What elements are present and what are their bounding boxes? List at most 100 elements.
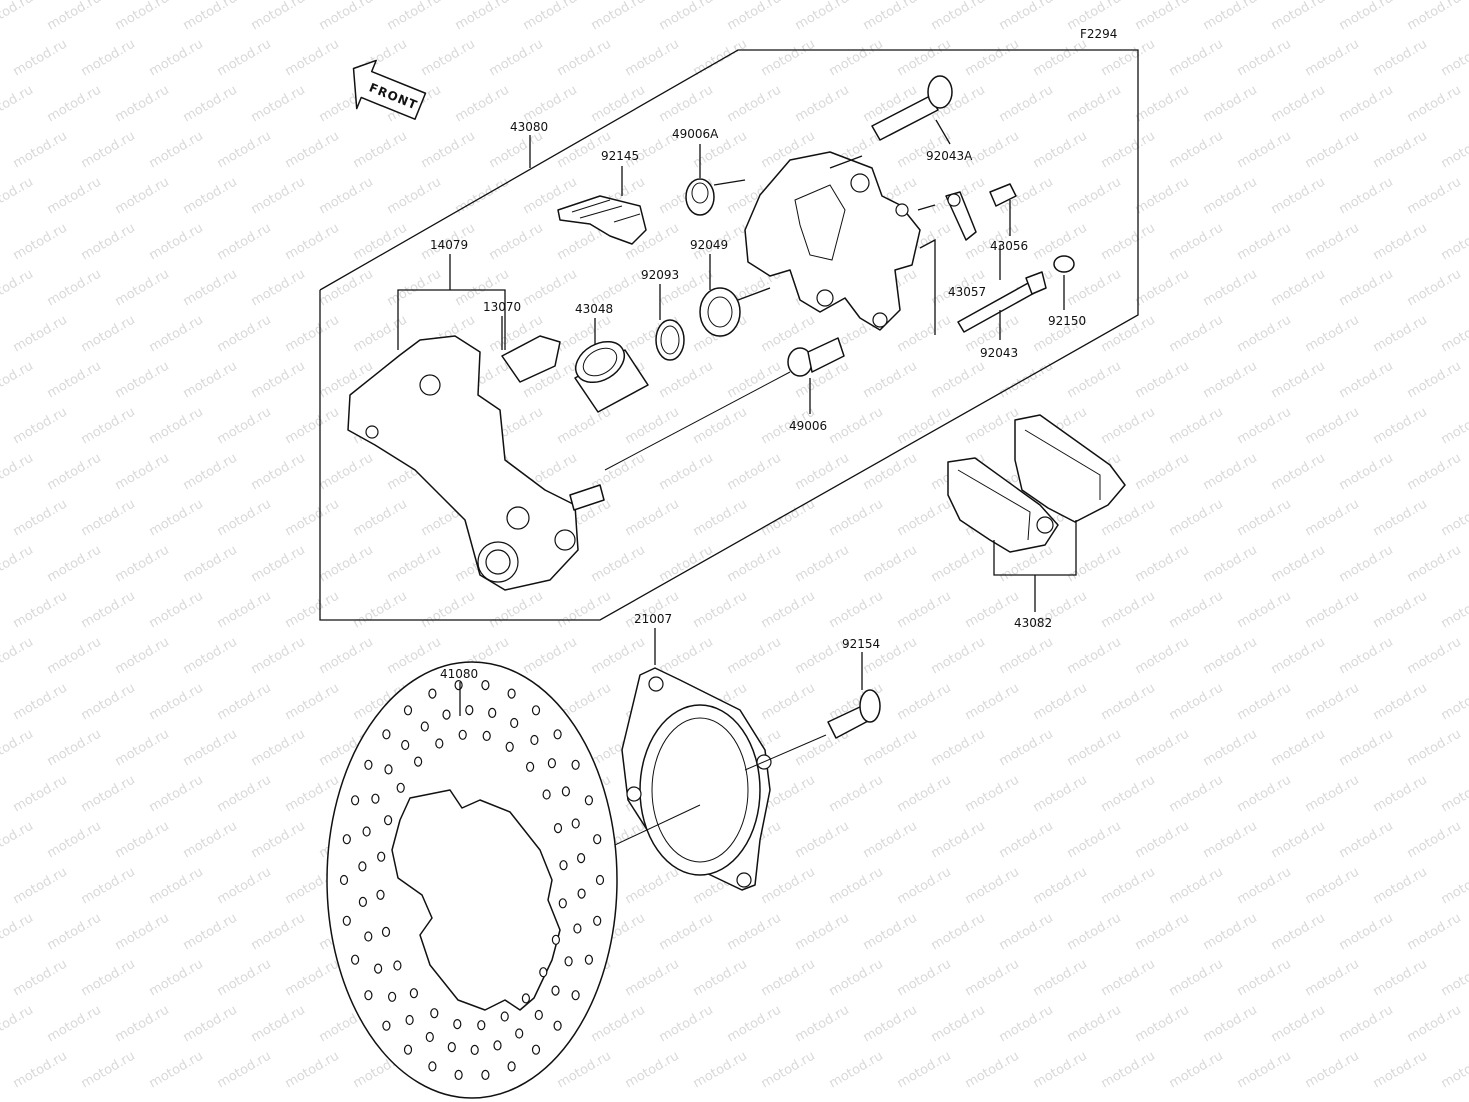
watermark-text: motod.ru [215,405,274,448]
watermark-text: motod.ru [963,957,1022,1000]
disc-hole [342,834,351,845]
watermark-text: motod.ru [215,497,274,540]
watermark-text: motod.ru [1031,37,1090,80]
watermark-text: motod.ru [113,359,172,402]
disc-hole [454,1069,463,1081]
watermark-text: motod.ru [1031,1049,1090,1092]
watermark-text: motod.ru [759,589,818,632]
watermark-text: motod.ru [0,819,36,862]
disc-hole [465,704,474,716]
watermark-text: motod.ru [895,681,954,724]
dust-seal-92093 [655,284,685,361]
watermark-text: motod.ru [147,37,206,80]
watermark-text: motod.ru [45,175,104,218]
watermark-text: motod.ru [113,911,172,954]
watermark-text: motod.ru [1133,819,1192,862]
watermark-text: motod.ru [1065,175,1124,218]
watermark-text: motod.ru [725,543,784,586]
watermark-text: motod.ru [351,221,410,264]
watermark-text: motod.ru [419,589,478,632]
watermark-text: motod.ru [793,1003,852,1046]
watermark-text: motod.ru [1133,359,1192,402]
disc-hole [576,852,586,864]
watermark-text: motod.ru [1303,773,1362,816]
watermark-text: motod.ru [895,865,954,908]
watermark-text: motod.ru [1099,589,1158,632]
watermark-text: motod.ru [1337,1003,1396,1046]
watermark-text: motod.ru [589,1003,648,1046]
watermark-text: motod.ru [1065,267,1124,310]
piston-43048 [574,318,649,413]
plug-92150 [1053,255,1075,310]
disc-hole [388,991,397,1002]
watermark-text: motod.ru [929,635,988,678]
brake-pads-43082 [947,414,1126,612]
label-14079: 14079 [430,238,468,252]
watermark-text: motod.ru [1099,37,1158,80]
watermark-text: motod.ru [1405,911,1464,954]
watermark-text: motod.ru [487,589,546,632]
watermark-text: motod.ru [113,83,172,126]
watermark-text: motod.ru [215,957,274,1000]
watermark-text: motod.ru [861,0,920,33]
watermark-text: motod.ru [623,497,682,540]
watermark-text: motod.ru [181,727,240,770]
disc-hole [409,988,418,999]
watermark-text: motod.ru [1303,313,1362,356]
watermark-text: motod.ru [181,0,240,33]
label-92093: 92093 [641,268,679,282]
disc-hole [481,1069,490,1081]
watermark-text: motod.ru [1439,957,1469,1000]
watermark-text: motod.ru [691,1049,750,1092]
watermark-text: motod.ru [759,1049,818,1092]
watermark-text: motod.ru [1405,267,1464,310]
watermark-text: motod.ru [181,359,240,402]
disc-hole [507,1061,516,1072]
watermark-text: motod.ru [623,405,682,448]
bleeder-cap-43057 [917,191,1001,280]
watermark-text: motod.ru [45,543,104,586]
watermark-text: motod.ru [113,1003,172,1046]
watermark-text: motod.ru [1235,313,1294,356]
watermark-text: motod.ru [1133,727,1192,770]
watermark-text: motod.ru [1337,0,1396,33]
watermark-text: motod.ru [283,773,342,816]
disc-hole [470,1044,479,1056]
watermark-text: motod.ru [0,451,36,494]
watermark-text: motod.ru [147,957,206,1000]
watermark-text: motod.ru [929,0,988,33]
watermark-text: motod.ru [657,1003,716,1046]
watermark-text: motod.ru [1371,129,1430,172]
label-92043: 92043 [980,346,1018,360]
label-92150: 92150 [1048,314,1086,328]
watermark-text: motod.ru [11,313,70,356]
watermark-text: motod.ru [45,451,104,494]
watermark-text: motod.ru [1235,773,1294,816]
watermark-text: motod.ru [215,589,274,632]
disc-hole [481,679,490,691]
watermark-text: motod.ru [1371,865,1430,908]
watermark-text: motod.ru [691,957,750,1000]
disc-hole [377,851,386,862]
watermark-text: motod.ru [1167,681,1226,724]
watermark-text: motod.ru [147,773,206,816]
boot-49006a [685,144,746,216]
watermark-text: motod.ru [1099,221,1158,264]
watermark-text: motod.ru [113,451,172,494]
watermark-text: motod.ru [249,451,308,494]
piston-seal-92049 [699,254,771,337]
pad-clip-13070 [501,316,561,383]
disc-hole [362,826,371,837]
disc-hole [571,759,580,770]
disc-hole [339,874,349,886]
watermark-text: motod.ru [11,405,70,448]
watermark-text: motod.ru [1303,221,1362,264]
watermark-text: motod.ru [1167,37,1226,80]
watermark-text: motod.ru [929,1003,988,1046]
watermark-text: motod.ru [1405,543,1464,586]
watermark-text: motod.ru [11,1049,70,1092]
watermark-text: motod.ru [147,865,206,908]
watermark-text: motod.ru [1167,1049,1226,1092]
watermark-text: motod.ru [1269,635,1328,678]
disc-hole [515,1028,524,1039]
